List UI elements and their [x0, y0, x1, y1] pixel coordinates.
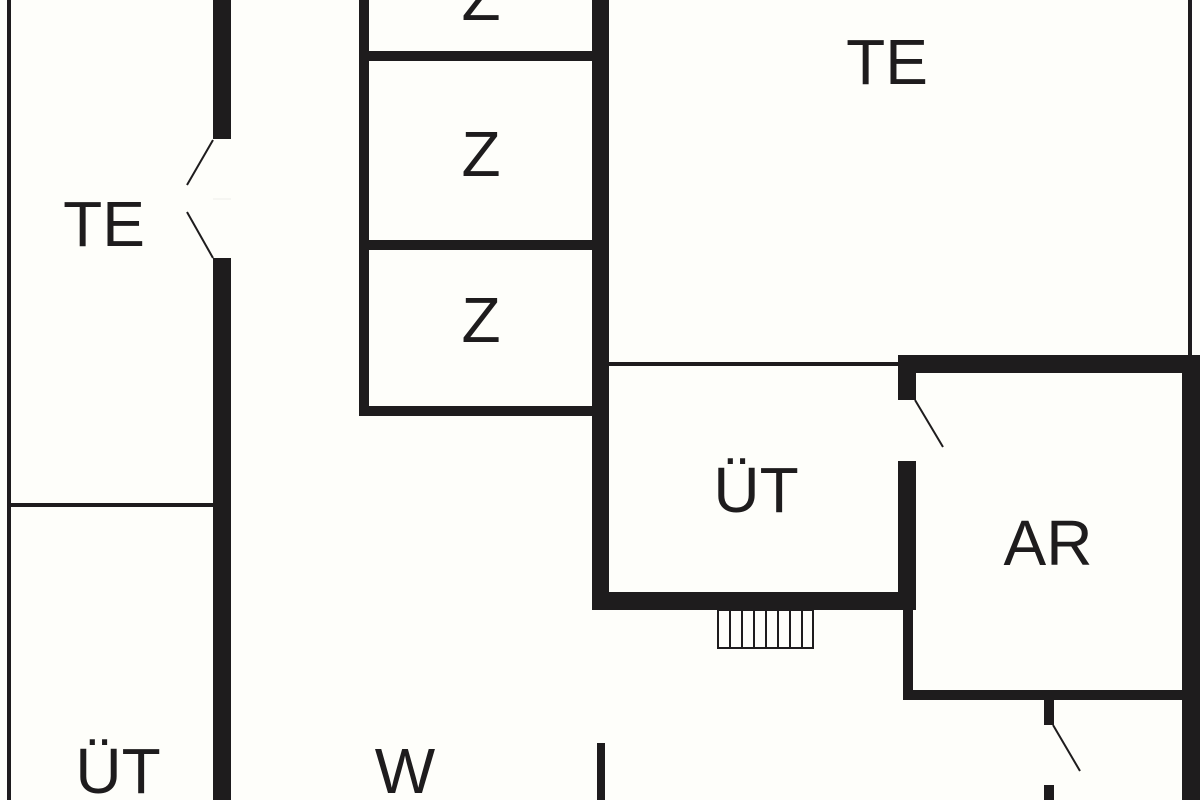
door-swing-left-upper — [186, 139, 214, 186]
wall-z-divider-1 — [359, 51, 593, 61]
door-swing-ar — [914, 399, 944, 448]
wall-ar-left-lower — [903, 610, 913, 700]
wall-corridor-left-lower — [213, 258, 231, 800]
room-label-z-bottom: Z — [461, 284, 500, 356]
room-label-te-right: TE — [846, 26, 928, 98]
wall-ut-top — [609, 362, 901, 366]
wall-z-bottom — [359, 406, 593, 416]
wall-ar-bottom — [903, 690, 1182, 700]
room-label-ut-left: ÜT — [75, 735, 160, 800]
stairs-icon — [717, 609, 814, 649]
wall-z-left — [359, 0, 369, 416]
wall-bottom-right-stub-2 — [1044, 785, 1054, 800]
wall-center-vertical — [592, 0, 609, 610]
wall-ar-right — [1182, 355, 1200, 800]
room-label-z-top: Z — [461, 0, 500, 34]
room-label-te-left: TE — [63, 188, 145, 260]
wall-ut-right-lower — [898, 461, 916, 610]
wall-ut-bottom — [592, 592, 916, 610]
room-label-w: W — [375, 735, 436, 800]
wall-w-stub — [597, 743, 605, 800]
room-label-ar: AR — [1004, 507, 1093, 579]
wall-left-divider — [7, 503, 214, 507]
door-swing-bottom-right — [1052, 724, 1081, 772]
wall-bottom-right-stub — [1044, 700, 1054, 725]
room-label-z-middle: Z — [461, 118, 500, 190]
wall-z-divider-2 — [359, 240, 593, 250]
door-swing-left-lower — [186, 211, 214, 259]
wall-corridor-left-upper — [213, 0, 231, 139]
wall-right-outer — [1188, 0, 1192, 356]
wall-left-outer — [7, 0, 11, 800]
room-label-ut-center: ÜT — [713, 454, 798, 526]
wall-ar-top — [898, 355, 1200, 373]
